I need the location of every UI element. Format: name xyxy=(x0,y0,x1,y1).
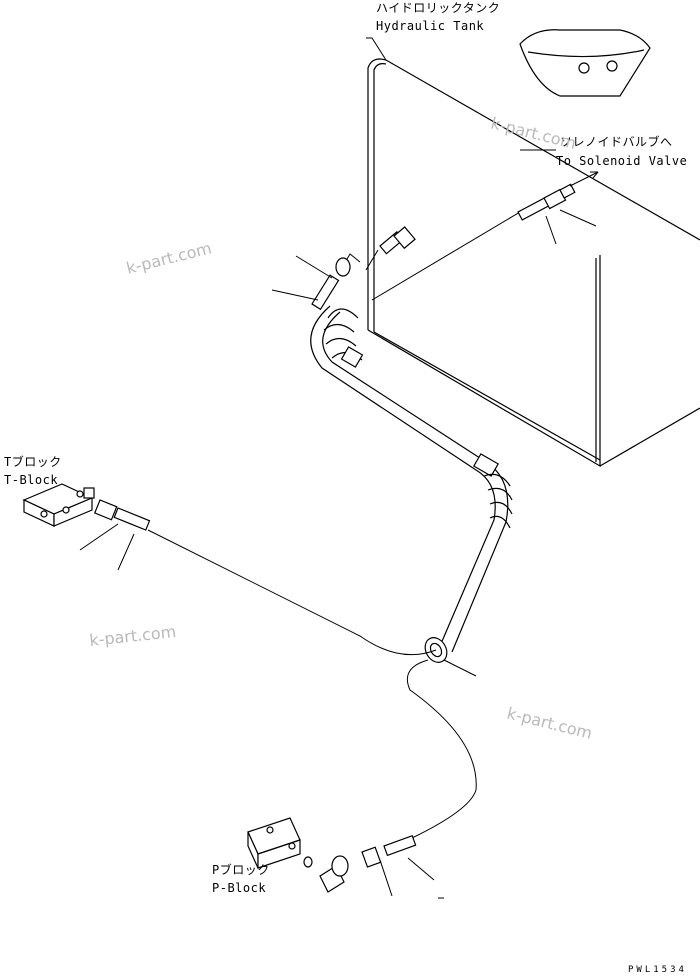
spiral-guard-middle xyxy=(473,453,513,529)
o-ring xyxy=(303,856,313,868)
p-block-label-en: P-Block xyxy=(212,881,266,895)
solenoid-label-jp: ソレノイドバルブへ xyxy=(560,134,673,149)
solenoid-label-en: To Solenoid Valve xyxy=(556,154,687,168)
elbow-fitting xyxy=(311,257,351,311)
main-hose xyxy=(310,305,513,677)
p-block-hose xyxy=(247,659,477,899)
p-block-elbow xyxy=(319,855,349,893)
tank-filler-cap xyxy=(519,29,651,97)
watermark-4: k-part.com xyxy=(505,703,594,743)
p-block-label-jp: Pブロック xyxy=(212,862,270,877)
t-block-label-en: T-Block xyxy=(4,473,58,487)
drawing-code: PWL1534 xyxy=(628,965,687,975)
solenoid-hose-fitting xyxy=(517,183,576,221)
t-block-label-jp: Tブロック xyxy=(4,454,62,469)
watermark-1: k-part.com xyxy=(489,113,578,153)
spiral-guard-upper xyxy=(323,308,364,368)
tank-port-fittings xyxy=(271,226,416,311)
t-block xyxy=(22,483,94,527)
t-block-hose xyxy=(22,483,437,656)
hose-to-solenoid xyxy=(371,171,599,301)
hydraulic-tank xyxy=(367,29,700,468)
tank-label-jp: ハイドロリックタンク xyxy=(376,1,500,15)
watermark-3: k-part.com xyxy=(88,622,177,650)
tank-label-en: Hydraulic Tank xyxy=(376,19,484,33)
p-block-hose-fitting xyxy=(361,834,417,868)
tank-leader xyxy=(366,37,387,61)
p-block xyxy=(247,817,301,869)
t-block-hose-fitting xyxy=(93,499,151,531)
watermark-2: k-part.com xyxy=(124,238,213,278)
